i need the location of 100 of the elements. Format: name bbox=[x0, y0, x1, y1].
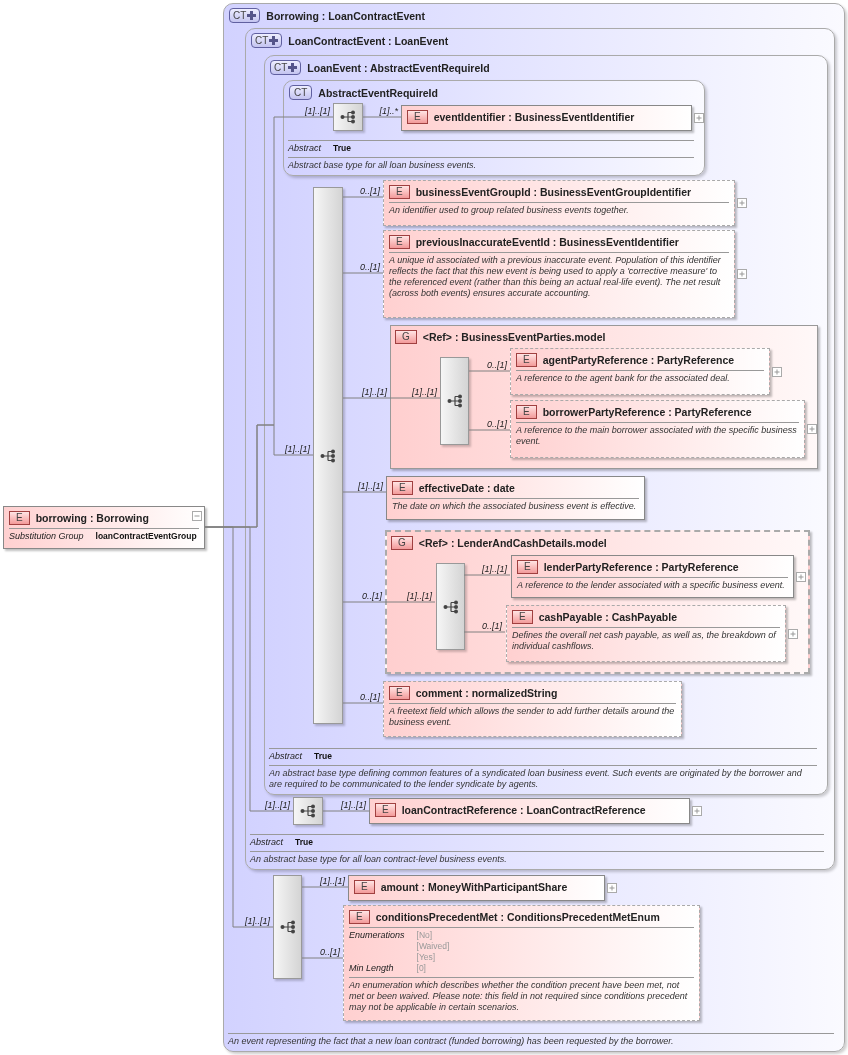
cardinality-label: 0..[1] bbox=[360, 186, 380, 196]
complex-type-box bbox=[245, 28, 835, 870]
element-title: previousInaccurateEventId : BusinessEventIdentifier bbox=[415, 235, 679, 249]
cardinality-label: 0..[1] bbox=[360, 262, 380, 272]
complex-type-box bbox=[283, 80, 705, 176]
group-box bbox=[385, 530, 810, 674]
element-box bbox=[506, 605, 786, 662]
badge-label: CT bbox=[255, 34, 269, 47]
documentation-text: An enumeration which describes whether the condition precent have been met, not met or been waived. Please note: this field in not required since conditions precedent may not be applicable in certain scenarios. bbox=[349, 980, 689, 1013]
type-badge: E bbox=[389, 185, 410, 199]
connector-line bbox=[362, 116, 402, 118]
badge-label: CT bbox=[274, 61, 288, 74]
documentation-text: An event representing the fact that a new loan contract (funded borrowing) has been requested by the borrower. bbox=[228, 1036, 675, 1047]
element-box bbox=[3, 506, 205, 549]
element-title: lenderPartyReference : PartyReference bbox=[543, 560, 739, 574]
documentation-text: A reference to the main borrower associated with the specific business event. bbox=[516, 425, 798, 447]
cardinality-label: [1]..[1] bbox=[341, 800, 366, 810]
cardinality-label: [1]..[1] bbox=[320, 876, 345, 886]
property-value: True bbox=[295, 837, 314, 848]
element-box bbox=[401, 105, 692, 131]
property-name: Enumerations bbox=[349, 930, 405, 941]
sequence-box bbox=[293, 797, 323, 825]
connector-line bbox=[463, 574, 511, 576]
element-box bbox=[511, 555, 794, 598]
group-box bbox=[390, 325, 818, 469]
element-title: agentPartyReference : PartyReference bbox=[542, 353, 735, 367]
cardinality-label: 0..[1] bbox=[487, 360, 507, 370]
cardinality-label: [1]..[1] bbox=[305, 106, 330, 116]
type-title: Borrowing : LoanContractEvent bbox=[266, 8, 425, 23]
documentation-text: An abstract base type for all loan contract-level business events. bbox=[250, 854, 508, 865]
cardinality-label: [1]..[1] bbox=[245, 916, 270, 926]
property-value: [Yes] bbox=[416, 952, 437, 963]
documentation-text: Defines the overall net cash payable, as well as, the breakdown of individual cashflows. bbox=[512, 630, 778, 652]
property-value: loanContractEventGroup bbox=[95, 531, 198, 542]
element-title: borrowing : Borrowing bbox=[35, 511, 149, 525]
cardinality-label: 0..[1] bbox=[360, 692, 380, 702]
cardinality-label: 0..[1] bbox=[482, 621, 502, 631]
type-badge: E bbox=[389, 686, 410, 700]
complex-type-box bbox=[223, 3, 845, 1052]
type-badge: E bbox=[392, 481, 413, 495]
type-badge: CT bbox=[289, 85, 313, 100]
sequence-box bbox=[333, 103, 363, 131]
type-title: <Ref> : BusinessEventParties.model bbox=[422, 330, 606, 344]
type-badge: G bbox=[395, 330, 417, 344]
connector-line bbox=[301, 886, 349, 888]
badge-label: CT bbox=[233, 9, 247, 22]
element-title: cashPayable : CashPayable bbox=[538, 610, 677, 624]
connector-line bbox=[342, 491, 387, 493]
element-title: conditionsPrecedentMet : ConditionsPrecedentMetEnum bbox=[375, 910, 660, 924]
connector-line bbox=[468, 429, 511, 431]
type-badge: E bbox=[516, 353, 537, 367]
type-badge: E bbox=[407, 110, 428, 124]
connector-line bbox=[342, 196, 384, 198]
cardinality-label: 0..[1] bbox=[362, 591, 382, 601]
cardinality-label: [1]..[1] bbox=[362, 387, 387, 397]
documentation-text: A reference to the agent bank for the associated deal. bbox=[516, 373, 731, 384]
complex-type-box bbox=[264, 55, 828, 795]
element-title: borrowerPartyReference : PartyReference bbox=[542, 405, 752, 419]
property-value: [0] bbox=[416, 963, 427, 974]
element-box bbox=[348, 875, 605, 901]
cardinality-label: 0..[1] bbox=[320, 947, 340, 957]
element-box bbox=[510, 348, 770, 395]
sequence-box bbox=[440, 357, 469, 445]
cardinality-label: [1]..[1] bbox=[358, 481, 383, 491]
cardinality-label: [1]..[1] bbox=[285, 444, 310, 454]
element-box bbox=[369, 798, 690, 824]
property-value: True bbox=[333, 143, 352, 154]
property-value: [Waived] bbox=[416, 941, 451, 952]
property-name: Substitution Group bbox=[9, 531, 84, 542]
cardinality-label: [1]..[1] bbox=[412, 387, 437, 397]
type-title: LoanEvent : AbstractEventRequireId bbox=[307, 60, 490, 75]
connector-line bbox=[342, 601, 386, 603]
property-name: Abstract bbox=[250, 837, 283, 848]
element-title: loanContractReference : LoanContractReference bbox=[401, 803, 646, 817]
type-title: LoanContractEvent : LoanEvent bbox=[288, 33, 449, 48]
documentation-text: An identifier used to group related business events together. bbox=[389, 205, 630, 216]
connector-line bbox=[389, 397, 441, 399]
cardinality-label: [1]..[1] bbox=[482, 564, 507, 574]
documentation-text: A unique id associated with a previous inaccurate event. Population of this identifier reflects the fact that this new event is being used to apply a 'corrective measure' to the referenced event (rather than this being an actual real-life event). The net result (across both events) ensures accurate accounting. bbox=[389, 255, 722, 299]
type-badge: E bbox=[9, 511, 30, 525]
type-badge: E bbox=[512, 610, 533, 624]
connector-line bbox=[342, 272, 384, 274]
element-title: effectiveDate : date bbox=[418, 481, 515, 495]
type-badge: E bbox=[389, 235, 410, 249]
type-title: AbstractEventRequireId bbox=[318, 85, 438, 100]
element-box bbox=[510, 400, 805, 458]
sequence-box bbox=[273, 875, 302, 979]
property-name: Abstract bbox=[288, 143, 321, 154]
documentation-text: Abstract base type for all loan business events. bbox=[288, 160, 478, 171]
type-title: <Ref> : LenderAndCashDetails.model bbox=[418, 536, 607, 550]
connector-line bbox=[322, 810, 370, 812]
connector-line bbox=[468, 370, 511, 372]
type-badge: E bbox=[517, 560, 538, 574]
connector-line bbox=[384, 601, 436, 603]
element-box bbox=[343, 905, 700, 1021]
connector-line bbox=[204, 526, 274, 928]
element-box bbox=[383, 180, 735, 226]
sequence-box bbox=[313, 187, 343, 724]
connector-line bbox=[342, 397, 391, 399]
documentation-text: A reference to the lender associated with a specific business event. bbox=[517, 580, 786, 591]
